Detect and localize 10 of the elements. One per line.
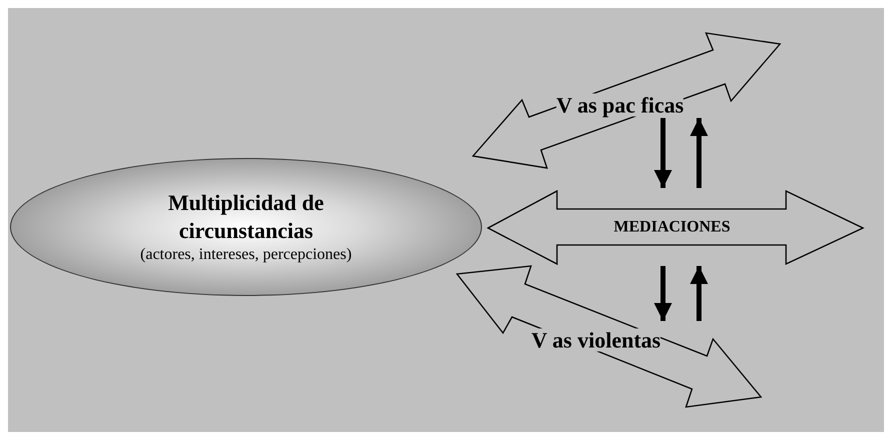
double-headed-band — [457, 266, 761, 407]
node-subtitle: (actores, intereses, percepciones) — [140, 245, 352, 265]
double-headed-band — [488, 191, 863, 264]
arrow — [654, 118, 672, 188]
arrow — [654, 266, 672, 321]
arrow — [690, 118, 708, 188]
node-title: Multiplicidad de circunstancias — [167, 189, 325, 245]
arrow-label: V as violentas — [531, 328, 661, 352]
arrow-label: V as pac ficas — [556, 93, 684, 117]
double-headed-band — [473, 33, 780, 168]
